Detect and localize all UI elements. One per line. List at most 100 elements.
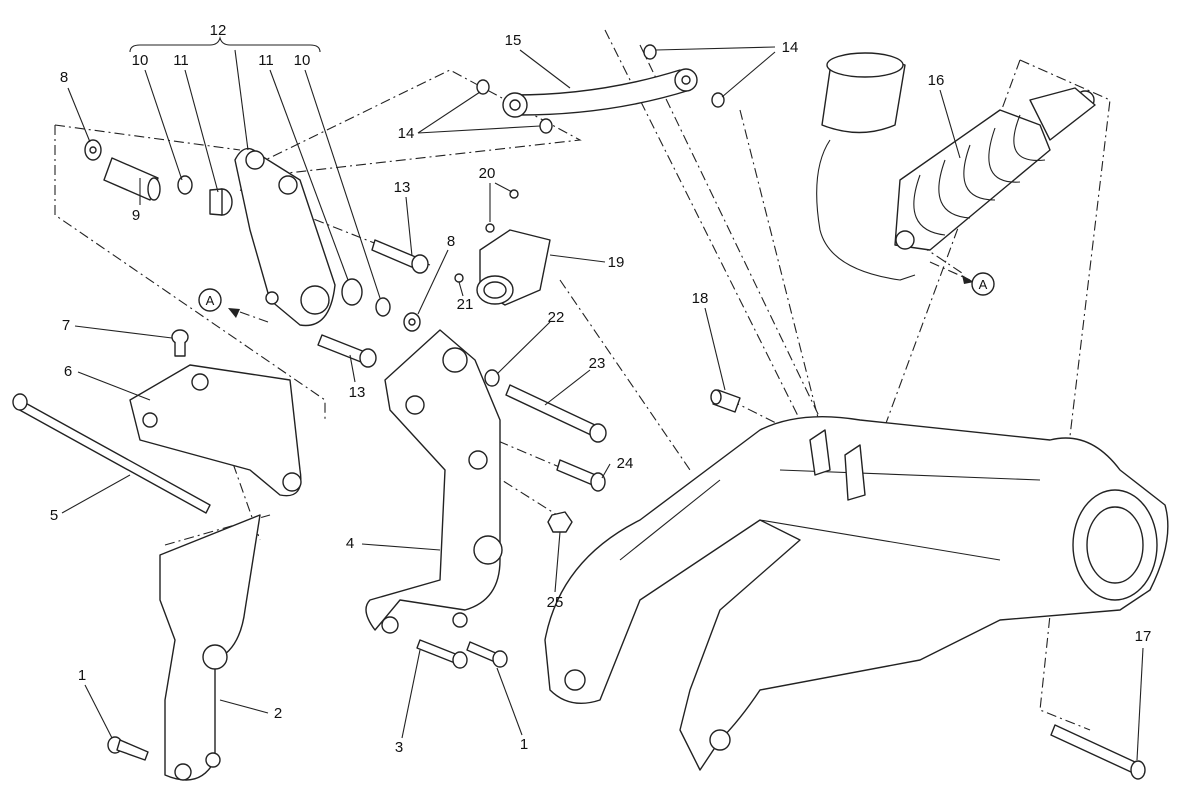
seal-10-left <box>177 175 193 195</box>
leader-line <box>601 463 611 479</box>
bolt-1-right <box>466 641 508 668</box>
leader-line <box>417 125 541 134</box>
seal-10-right <box>375 297 391 317</box>
callout-1: 1 <box>520 736 528 753</box>
callout-13: 13 <box>394 179 411 196</box>
bracket-6 <box>129 364 302 497</box>
leader-line <box>939 89 961 159</box>
washer-22 <box>484 369 500 387</box>
arrow-icon <box>228 308 240 318</box>
leader-line <box>704 307 726 391</box>
leader-line <box>77 371 151 401</box>
shock-absorber-16 <box>816 52 1096 281</box>
callout-2: 2 <box>274 705 282 722</box>
screw-21 <box>454 273 464 283</box>
callout-18: 18 <box>692 290 709 307</box>
reference-marker-A: A <box>929 261 995 296</box>
leader-line <box>496 321 551 375</box>
callout-leader-lines <box>61 36 1144 761</box>
leader-line <box>349 354 356 383</box>
leader-line <box>304 69 381 299</box>
link-2 <box>159 514 261 781</box>
leader-line <box>417 249 449 315</box>
rocker-arm-12 <box>234 147 336 327</box>
swingarm <box>544 415 1169 771</box>
callout-10: 10 <box>294 52 311 69</box>
callout-14: 14 <box>782 39 799 56</box>
callout-16: 16 <box>928 72 945 89</box>
leader-line <box>269 69 349 281</box>
bushing-18 <box>710 389 741 413</box>
leader-line <box>401 649 421 739</box>
bolt-7 <box>171 329 189 357</box>
callout-23: 23 <box>589 355 606 372</box>
callout-8: 8 <box>60 69 68 86</box>
spacer-tube-9 <box>103 157 161 201</box>
bushings-14 <box>476 44 725 134</box>
callout-6: 6 <box>64 363 72 380</box>
callout-13: 13 <box>349 384 366 401</box>
leader-line <box>84 684 113 739</box>
rocker-washer-8 <box>84 139 102 161</box>
leader-line <box>554 531 561 593</box>
marker-label: A <box>206 293 215 308</box>
leader-line <box>494 182 513 193</box>
callout-9: 9 <box>132 207 140 224</box>
leader-line <box>67 87 91 143</box>
leader-line <box>519 49 571 89</box>
leader-line <box>655 46 776 51</box>
callout-1: 1 <box>78 667 86 684</box>
leader-line <box>549 254 606 263</box>
callout-10: 10 <box>132 52 149 69</box>
callout-19: 19 <box>608 254 625 271</box>
leader-line <box>74 325 173 339</box>
callout-14: 14 <box>398 125 415 142</box>
callout-7: 7 <box>62 317 70 334</box>
leader-line <box>184 69 219 193</box>
bolt-23 <box>505 384 607 443</box>
leader-line <box>219 699 269 714</box>
reference-markers: AA <box>198 261 995 323</box>
leader-line <box>234 49 249 151</box>
bolt-13-lower <box>317 334 377 368</box>
leader-line <box>417 91 481 134</box>
bearing-11-right <box>341 278 363 306</box>
bolt-1-left <box>107 736 149 761</box>
screw-20 <box>485 189 519 233</box>
leader-line <box>721 51 776 98</box>
callout-4: 4 <box>346 535 354 552</box>
leader-line <box>144 69 183 181</box>
callout-12: 12 <box>210 22 227 39</box>
arrow-icon <box>962 275 974 284</box>
callout-17: 17 <box>1135 628 1152 645</box>
leader-line <box>458 281 464 297</box>
callout-24: 24 <box>617 455 634 472</box>
marker-label: A <box>979 277 988 292</box>
callout-20: 20 <box>479 165 496 182</box>
long-bolt-5 <box>12 393 211 514</box>
callout-22: 22 <box>548 309 565 326</box>
leader-line <box>544 369 591 406</box>
callout-3: 3 <box>395 739 403 756</box>
pull-rod-15 <box>502 68 698 118</box>
washer-8-right <box>403 312 421 332</box>
leader-line <box>496 667 523 736</box>
leader-line <box>361 543 441 551</box>
leader-line <box>61 474 131 514</box>
bolt-17 <box>1050 724 1146 780</box>
nut-25 <box>547 511 573 533</box>
callout-8: 8 <box>447 233 455 250</box>
reference-marker-A: A <box>198 288 269 323</box>
bearing-11-left <box>209 188 233 216</box>
callout-11: 11 <box>173 52 189 69</box>
callout-21: 21 <box>457 296 474 313</box>
leader-line <box>1136 647 1144 761</box>
bolt-24 <box>556 459 606 492</box>
damper-19 <box>476 229 551 306</box>
callout-5: 5 <box>50 507 58 524</box>
group-bracket-12 <box>129 36 321 53</box>
callout-15: 15 <box>505 32 522 49</box>
